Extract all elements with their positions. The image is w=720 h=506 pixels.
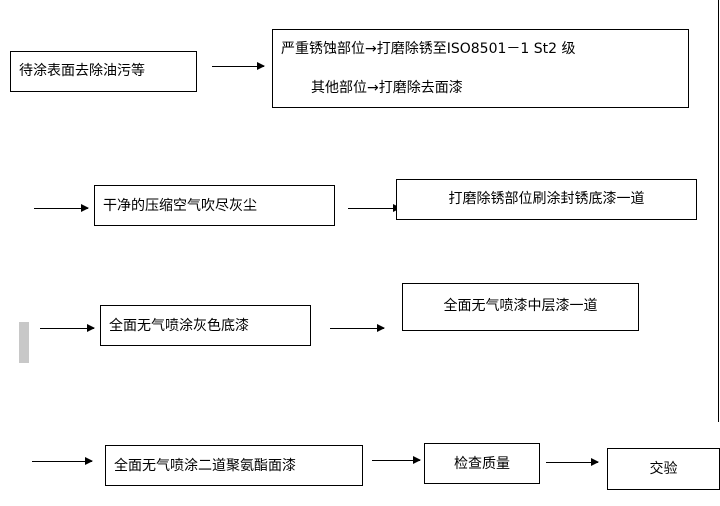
arrow-2	[34, 204, 89, 212]
step-remove-oil-box: 待涂表面去除油污等	[10, 51, 197, 92]
arrow-3	[348, 204, 401, 212]
step-topcoat-label: 全面无气喷涂二道聚氨酯面漆	[114, 458, 296, 474]
step-rust-removal-line2: 其他部位→打磨除去面漆	[311, 80, 463, 96]
step-rust-removal-line1: 严重锈蚀部位→打磨除锈至ISO8501－1 St2 级	[281, 41, 576, 57]
arrow-4	[40, 324, 95, 332]
step-seal-primer-box: 打磨除锈部位刷涂封锈底漆一道	[396, 179, 697, 220]
arrow-8	[546, 458, 599, 466]
step-handover-box: 交验	[607, 448, 720, 490]
step-quality-check-box: 检查质量	[424, 443, 540, 484]
step-middle-coat-box: 全面无气喷漆中层漆一道	[402, 283, 639, 331]
step-rust-removal-box: 严重锈蚀部位→打磨除锈至ISO8501－1 St2 级 其他部位→打磨除去面漆	[272, 29, 689, 108]
step-remove-oil-label: 待涂表面去除油污等	[19, 63, 145, 79]
step-blow-dust-box: 干净的压缩空气吹尽灰尘	[94, 185, 335, 226]
step-middle-coat-label: 全面无气喷漆中层漆一道	[443, 298, 598, 314]
arrow-7	[372, 456, 421, 464]
arrow-1	[212, 62, 265, 70]
step-quality-check-label: 检查质量	[454, 456, 510, 472]
arrow-5	[330, 324, 385, 332]
step-handover-label: 交验	[649, 461, 678, 477]
step-grey-primer-box: 全面无气喷涂灰色底漆	[100, 305, 311, 346]
arrow-6	[32, 457, 93, 465]
step-blow-dust-label: 干净的压缩空气吹尽灰尘	[103, 198, 257, 214]
step-topcoat-box: 全面无气喷涂二道聚氨酯面漆	[105, 445, 363, 486]
side-marker	[19, 322, 29, 363]
step-seal-primer-label: 打磨除锈部位刷涂封锈底漆一道	[448, 191, 645, 207]
right-edge-line	[718, 0, 719, 422]
step-grey-primer-label: 全面无气喷涂灰色底漆	[109, 318, 249, 334]
